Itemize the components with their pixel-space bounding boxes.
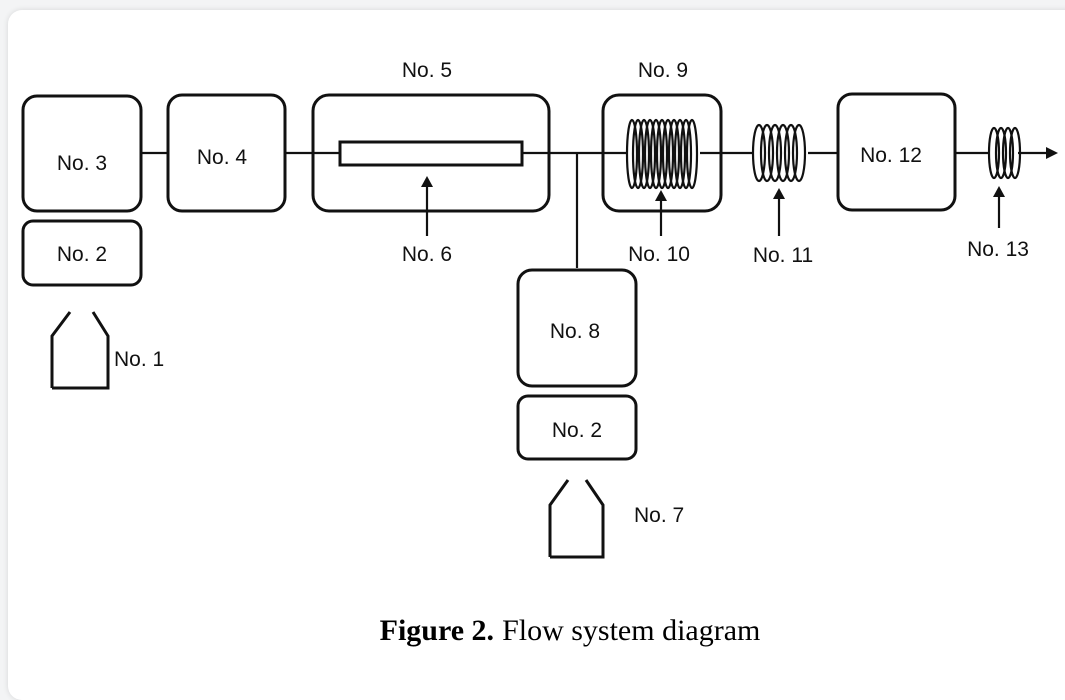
label-no1: No. 1 bbox=[114, 348, 164, 371]
component-no12-box bbox=[836, 92, 957, 212]
label-no9: No. 9 bbox=[638, 59, 688, 82]
component-no7-bottle bbox=[548, 479, 605, 559]
component-no11-coil bbox=[751, 123, 807, 183]
component-no1-bottle bbox=[50, 311, 110, 390]
component-no3-box bbox=[21, 94, 143, 213]
component-no4-box bbox=[166, 93, 287, 213]
label-no7: No. 7 bbox=[634, 504, 684, 527]
caption-text: Flow system diagram bbox=[502, 614, 760, 647]
label-no4: No. 4 bbox=[197, 146, 248, 169]
label-no5: No. 5 bbox=[402, 59, 452, 82]
no10-pointer-arrowhead bbox=[655, 190, 667, 201]
label-no12: No. 12 bbox=[860, 144, 922, 167]
label-no3: No. 3 bbox=[57, 152, 107, 175]
no6-pointer-arrowhead bbox=[421, 176, 433, 187]
caption-prefix: Figure 2. bbox=[380, 614, 494, 647]
component-no2-bottom-box bbox=[516, 394, 638, 461]
figure-card bbox=[8, 10, 1065, 700]
component-no5-box bbox=[311, 93, 551, 213]
component-no8-box bbox=[516, 268, 638, 388]
label-no11: No. 11 bbox=[753, 244, 813, 267]
component-no10-coil bbox=[625, 118, 699, 190]
label-no2-bottom: No. 2 bbox=[552, 419, 602, 442]
label-no2-left: No. 2 bbox=[57, 243, 107, 266]
label-no13: No. 13 bbox=[967, 238, 1029, 261]
label-no10: No. 10 bbox=[628, 243, 690, 266]
component-no6-tube bbox=[338, 140, 524, 167]
figure-caption: Figure 2.Flow system diagram bbox=[380, 614, 761, 647]
component-no13-coil bbox=[987, 126, 1022, 180]
component-no2-left-box bbox=[21, 219, 143, 287]
no13-pointer-arrowhead bbox=[993, 186, 1005, 197]
label-no6: No. 6 bbox=[402, 243, 452, 266]
label-no8: No. 8 bbox=[550, 320, 600, 343]
no11-pointer-arrowhead bbox=[773, 188, 785, 199]
flow-system-diagram: No. 3 No. 2 No. 1 No. 4 No. 5 No. 6 No. … bbox=[21, 59, 1058, 647]
outlet-arrowhead bbox=[1046, 147, 1058, 159]
